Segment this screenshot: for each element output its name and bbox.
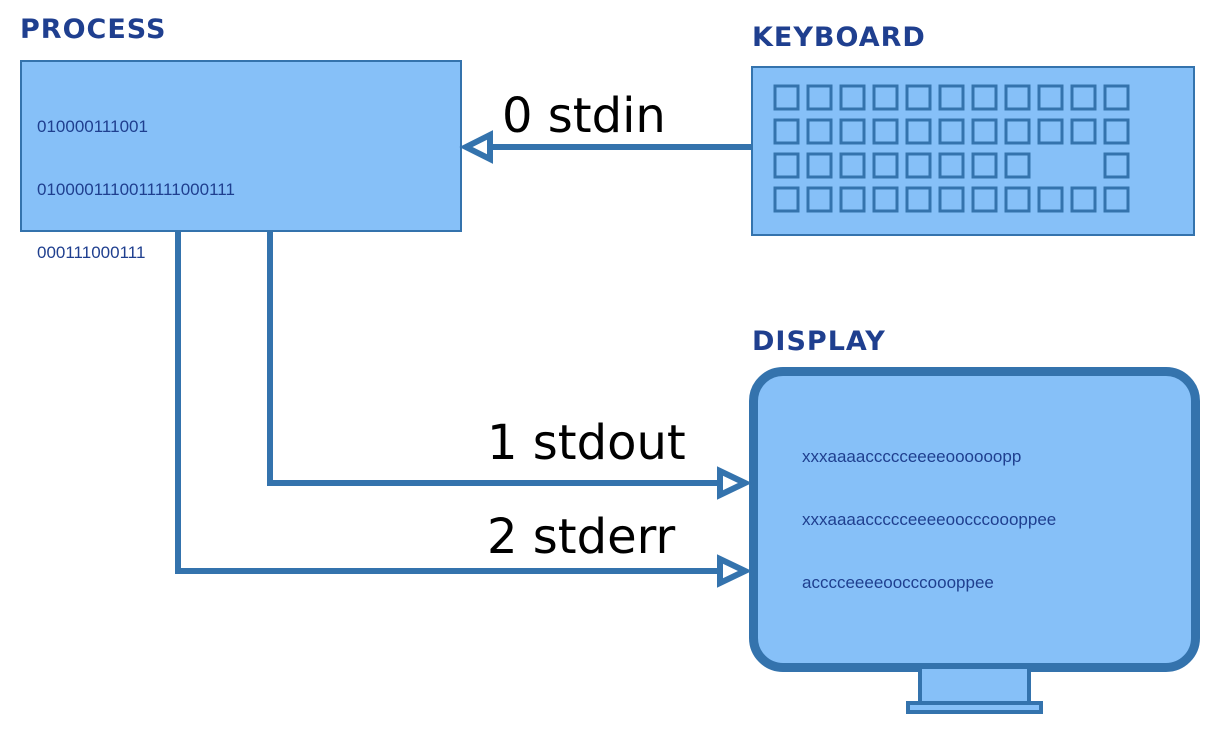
keyboard-key <box>1037 186 1064 213</box>
keyboard-key <box>1004 118 1031 145</box>
keyboard-key <box>938 152 965 179</box>
display-output-text: xxxaaaaccccceeeeoooooopp xxxaaaaccccceee… <box>802 404 1056 635</box>
keyboard-key <box>806 152 833 179</box>
stderr-arrow-line <box>175 232 719 574</box>
keyboard-key <box>1004 186 1031 213</box>
stdout-arrowhead-icon <box>717 466 752 500</box>
keyboard-key <box>1037 118 1064 145</box>
keyboard-key <box>905 118 932 145</box>
keyboard-key <box>1070 186 1097 213</box>
keyboard-key <box>872 152 899 179</box>
keyboard-key <box>1070 118 1097 145</box>
display-screen: xxxaaaaccccceeeeoooooopp xxxaaaaccccceee… <box>749 367 1200 672</box>
keyboard-key <box>839 118 866 145</box>
keyboard-key <box>971 152 998 179</box>
keyboard-key <box>839 84 866 111</box>
process-binary-text: 010000111001 0100001110011111000111 0001… <box>37 74 235 305</box>
keyboard-key <box>938 84 965 111</box>
keyboard-key <box>905 152 932 179</box>
keyboard-key <box>938 118 965 145</box>
keyboard-key <box>1004 84 1031 111</box>
process-line: 000111000111 <box>37 243 146 262</box>
keyboard-key <box>872 84 899 111</box>
keyboard-key <box>806 186 833 213</box>
keyboard-key <box>971 118 998 145</box>
process-line: 0100001110011111000111 <box>37 180 235 199</box>
stdout-label: 1 stdout <box>487 415 686 471</box>
keyboard-key <box>971 84 998 111</box>
display-line: acccceeeeoocccoooppee <box>802 573 994 592</box>
display-title: DISPLAY <box>752 326 886 357</box>
keyboard-key <box>1070 84 1097 111</box>
keyboard-key <box>806 84 833 111</box>
keyboard-key <box>1103 152 1130 179</box>
keyboard-key <box>938 186 965 213</box>
keyboard-box <box>751 66 1195 236</box>
keyboard-key <box>1037 84 1064 111</box>
monitor-base <box>906 701 1043 714</box>
keyboard-title: KEYBOARD <box>752 22 926 53</box>
process-box: 010000111001 0100001110011111000111 0001… <box>20 60 462 262</box>
keyboard-key <box>773 118 800 145</box>
display-line: xxxaaaaccccceeeeoocccoooppee <box>802 510 1057 529</box>
keyboard-key <box>905 84 932 111</box>
keyboard-key <box>773 186 800 213</box>
keyboard-key <box>806 118 833 145</box>
keyboard-key <box>773 152 800 179</box>
keyboard-key <box>773 84 800 111</box>
stderr-label: 2 stderr <box>487 509 676 565</box>
keyboard-keys <box>773 84 1130 213</box>
process-line: 010000111001 <box>37 117 148 136</box>
stdin-arrowhead-icon <box>459 130 493 164</box>
keyboard-key <box>1103 118 1130 145</box>
keyboard-key <box>872 118 899 145</box>
keyboard-key <box>971 186 998 213</box>
keyboard-key <box>872 186 899 213</box>
keyboard-key <box>839 186 866 213</box>
stderr-arrowhead-icon <box>717 554 752 588</box>
keyboard-key <box>1004 152 1031 179</box>
stdout-arrow-line <box>267 232 719 486</box>
keyboard-key <box>839 152 866 179</box>
stdin-label: 0 stdin <box>502 88 666 144</box>
keyboard-key <box>905 186 932 213</box>
display-line: xxxaaaaccccceeeeoooooopp <box>802 447 1022 466</box>
keyboard-key <box>1103 186 1130 213</box>
keyboard-key <box>1103 84 1130 111</box>
process-title: PROCESS <box>20 14 167 45</box>
